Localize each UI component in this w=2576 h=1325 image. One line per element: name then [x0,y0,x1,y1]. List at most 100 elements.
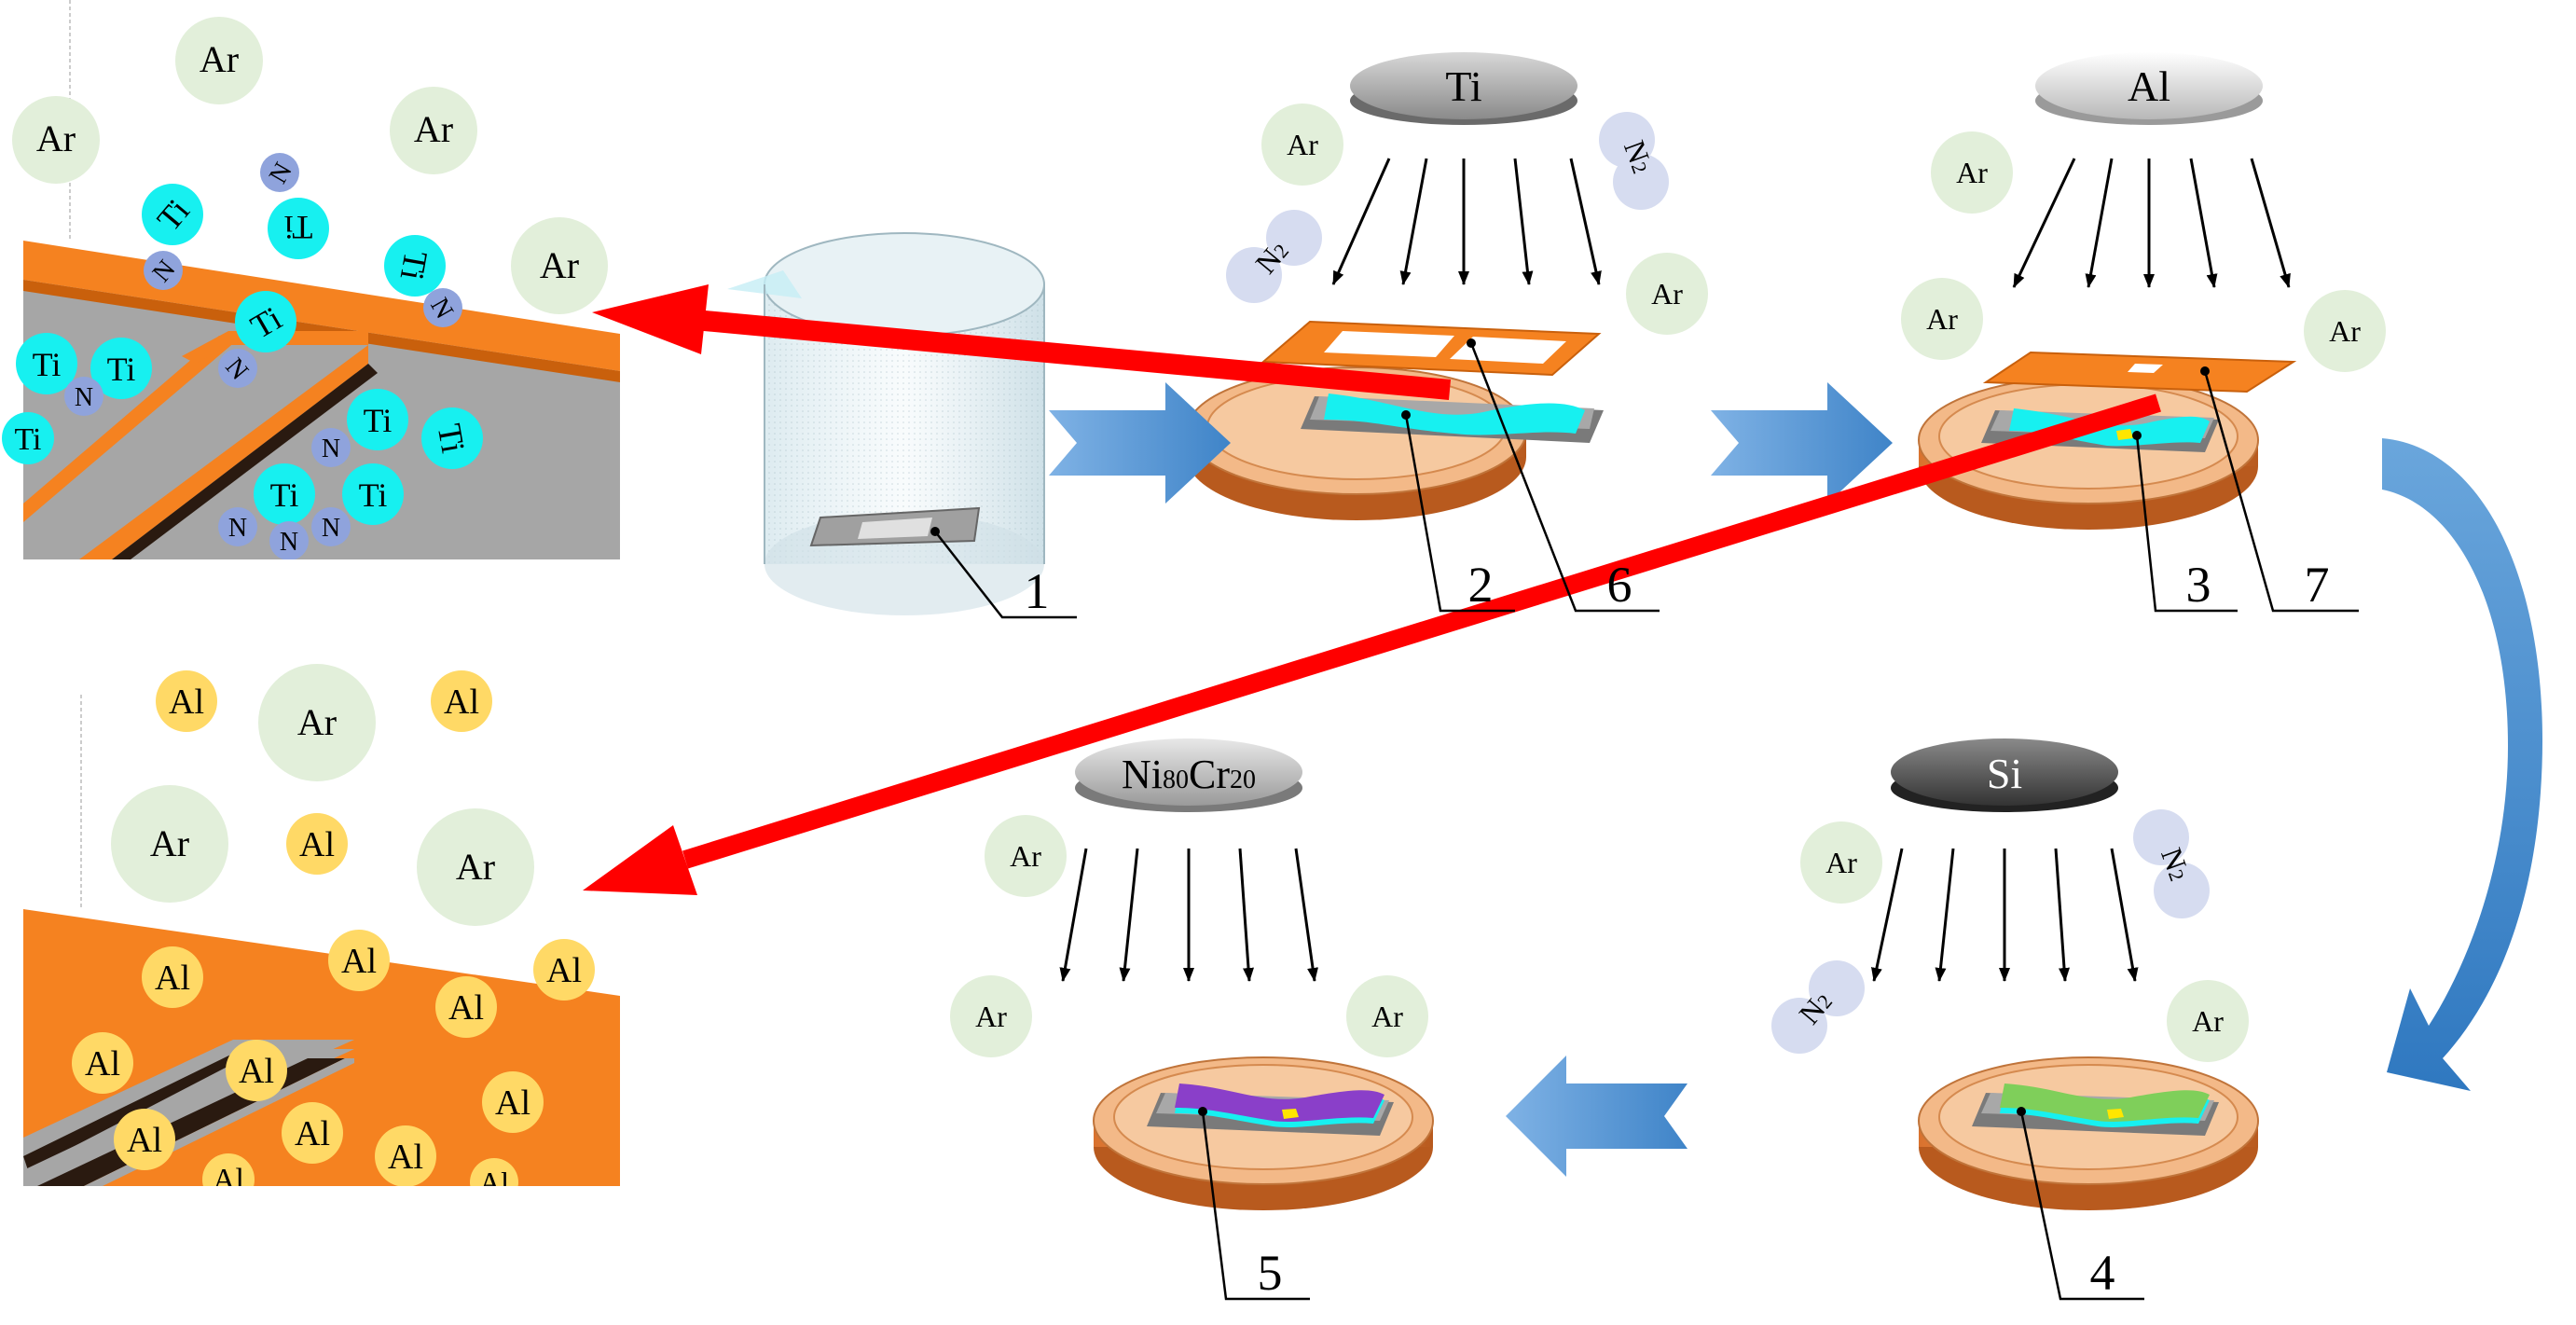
flux-arrows-al [2012,158,2291,288]
svg-text:Al: Al [239,1052,274,1091]
shadow-mask-6 [1260,320,1602,377]
particles-al: Al Ar Al Ar Al Ar Al Al Al Al Al Al Al A… [72,664,595,1207]
svg-text:N2: N2 [1618,136,1660,177]
al-atom: Al [431,670,492,732]
n2-molecule: N2 [1771,960,1865,1054]
flux-arrows-ti [1331,158,1602,285]
ti-atom: Ti [254,463,315,525]
zoom-arrow-tin [592,284,1452,400]
particles-tin: Ar Ar Ar Ar Ti Ti Ti Ti Ti Ti Ti Ti Ti T… [2,17,608,560]
ti-atom: Ti [2,412,54,464]
svg-text:N: N [322,435,340,463]
svg-text:Ti: Ti [1445,62,1481,110]
n2-molecule: N2 [1599,112,1669,210]
svg-text:Al: Al [2128,62,2170,110]
svg-text:Ar: Ar [1010,839,1041,873]
callout-5: 5 [1198,1107,1310,1301]
ti-atom: Ti [268,198,329,259]
ar-atom: Ar [1346,975,1428,1057]
ar-atom: Ar [1800,821,1882,904]
ar-atom: Ar [2304,290,2386,372]
ti-atom: Ti [421,407,483,469]
ar-atom: Ar [111,785,228,903]
svg-text:Ar: Ar [1825,846,1857,879]
ar-atom: Ar [1261,104,1343,186]
ar-atom: Ar [511,217,608,314]
svg-text:Ti: Ti [431,421,473,456]
zoom-arrow-al [583,393,2161,895]
svg-text:Al: Al [444,683,479,722]
al-atom: Al [156,670,217,732]
svg-text:Ti: Ti [14,422,41,457]
flux-arrows-si [1871,848,2139,982]
svg-text:4: 4 [2090,1245,2115,1301]
svg-text:Ti: Ti [107,351,136,388]
svg-text:Ar: Ar [414,108,453,150]
ar-atom: Ar [175,17,263,104]
ar-atom: Ar [258,664,376,781]
callout-3: 3 [2132,431,2238,613]
ti-atom: Ti [142,184,203,245]
ar-atom: Ar [12,96,100,184]
svg-text:Al: Al [85,1044,120,1083]
svg-text:Ti: Ti [284,209,313,246]
svg-text:Ar: Ar [150,822,189,864]
svg-text:1: 1 [1025,563,1050,619]
n-atom: N [423,288,462,327]
svg-text:Al: Al [299,825,335,864]
al-atom: Al [482,1071,544,1133]
substrate-holder-step4 [1918,1056,2259,1210]
gas-si-chamber: Ar Ar N2 N2 [1771,809,2249,1062]
ti-atom: Ti [16,333,77,394]
al-atom: Al [72,1032,133,1094]
svg-text:Al: Al [155,959,190,998]
substrate-holder-step5 [1093,1056,1434,1210]
svg-text:Al: Al [388,1138,423,1177]
process-arrow-3-to-4 [2382,438,2543,1091]
svg-text:Ar: Ar [2329,314,2361,348]
ar-atom: Ar [1901,278,1983,360]
svg-text:Al: Al [127,1121,162,1160]
svg-text:Si: Si [1987,750,2022,797]
gas-ti-chamber: Ar Ar N2 N2 [1226,104,1708,335]
svg-text:Ti: Ti [393,248,435,283]
n-atom: N [311,428,351,467]
zoom-panel-tin [23,0,620,559]
callout-6: 6 [1467,338,1660,613]
svg-text:Ar: Ar [1287,128,1318,161]
svg-text:Al: Al [495,1083,530,1123]
n2-molecule: N2 [2133,809,2210,918]
gas-al-chamber: Ar Ar Ar [1901,131,2386,372]
svg-text:Ar: Ar [2192,1004,2224,1038]
flux-arrows-nicr [1059,848,1318,982]
al-atom: Al [282,1102,343,1164]
svg-text:Al: Al [448,988,484,1028]
al-atom: Al [226,1040,287,1101]
ti-atom: Ti [342,463,404,525]
ar-atom: Ar [1626,253,1708,335]
target-si: Si [1891,738,2118,812]
svg-text:Ar: Ar [297,701,337,743]
callout-7: 7 [2200,366,2359,613]
n-atom: N [218,507,257,546]
target-nicr: Ni80Cr20 [1075,738,1302,812]
target-ti: Ti [1350,52,1577,125]
al-atom: Al [375,1125,436,1187]
al-atom: Al [435,976,497,1038]
process-arrow-2-to-3 [1711,382,1893,504]
n-atom: N [64,377,103,416]
process-arrow-4-to-5 [1506,1056,1687,1177]
svg-text:Ar: Ar [1956,156,1988,189]
shadow-mask-7 [1982,351,2297,393]
al-atom: Al [114,1109,175,1170]
svg-text:N: N [228,514,247,543]
ar-atom: Ar [417,808,534,926]
n-atom: N [269,521,309,560]
svg-text:3: 3 [2186,557,2211,613]
ar-atom: Ar [950,975,1032,1057]
svg-text:Ar: Ar [540,244,579,286]
al-atom: Al [533,939,595,1001]
ti-atom: Ti [384,235,446,297]
svg-text:N: N [280,528,298,557]
svg-text:N: N [322,514,340,543]
